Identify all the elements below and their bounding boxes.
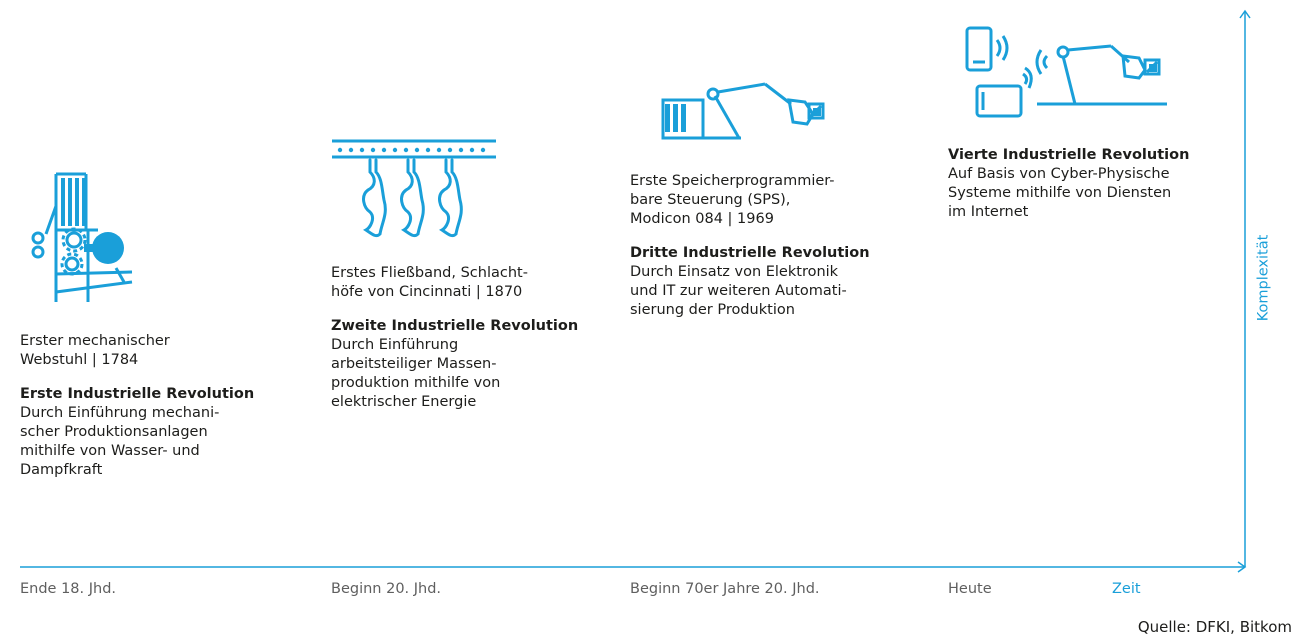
stage-2-description-line: produktion mithilfe von: [331, 375, 501, 391]
stage-1-text: Erster mechanischer Webstuhl | 1784 Erst…: [20, 332, 254, 480]
stage-4-description-line: Auf Basis von Cyber-Physische: [948, 166, 1170, 182]
stage-3-description-line: und IT zur weiteren Automati-: [630, 283, 847, 299]
stage-4-title: Vierte Industrielle Revolution: [948, 147, 1190, 163]
y-axis-name: Komplexität: [1255, 234, 1272, 322]
x-axis-label: Beginn 20. Jhd.: [331, 581, 442, 597]
stage-2-event-line: höfe von Cincinnati | 1870: [331, 284, 523, 300]
stage-1-event-line: Webstuhl | 1784: [20, 352, 139, 368]
stage-2-text: Erstes Fließband, Schlacht- höfe von Cin…: [331, 264, 578, 412]
cyber-physical-robot-icon: [963, 26, 1177, 122]
stage-3-text: Erste Speicherprogrammier- bare Steuerun…: [630, 172, 870, 320]
x-axis-label: Heute: [948, 581, 992, 597]
stage-3-event-line: Erste Speicherprogrammier-: [630, 173, 835, 189]
stage-1-description-line: mithilfe von Wasser- und: [20, 443, 200, 459]
stage-2-description-line: Durch Einführung: [331, 337, 459, 353]
stage-1-description-line: Durch Einführung mechani-: [20, 405, 220, 421]
stage-3-description-line: sierung der Produktion: [630, 302, 795, 318]
x-axis-label: Ende 18. Jhd.: [20, 581, 117, 597]
loom-icon: [28, 168, 134, 304]
stage-4-description-line: im Internet: [948, 204, 1029, 220]
stage-4-text: Vierte Industrielle Revolution Auf Basis…: [948, 146, 1189, 222]
y-axis-arrowhead: [1239, 9, 1251, 19]
stage-3-event-line: bare Steuerung (SPS),: [630, 192, 791, 208]
stage-3-event-line: Modicon 084 | 1969: [630, 211, 774, 227]
assembly-line-icon: [330, 138, 500, 244]
stage-2-description-line: arbeitsteiliger Massen-: [331, 356, 497, 372]
stage-3-description-line: Durch Einsatz von Elektronik: [630, 264, 839, 280]
stage-1-description-line: Dampfkraft: [20, 462, 103, 478]
x-axis-label: Beginn 70er Jahre 20. Jhd.: [630, 581, 820, 597]
source-note: Quelle: DFKI, Bitkom: [1137, 618, 1292, 636]
stage-1-event-line: Erster mechanischer: [20, 333, 170, 349]
x-axis-name: Zeit: [1112, 581, 1141, 597]
stage-2-event-line: Erstes Fließband, Schlacht-: [331, 265, 528, 281]
stage-4-description-line: Systeme mithilfe von Diensten: [948, 185, 1172, 201]
stage-2-title: Zweite Industrielle Revolution: [331, 318, 579, 334]
stage-2-description-line: elektrischer Energie: [331, 394, 477, 410]
stage-1-description-line: scher Produktionsanlagen: [20, 424, 208, 440]
stage-1-title: Erste Industrielle Revolution: [20, 386, 255, 402]
plc-robot-arm-icon: [655, 80, 835, 146]
stage-3-title: Dritte Industrielle Revolution: [630, 245, 870, 261]
